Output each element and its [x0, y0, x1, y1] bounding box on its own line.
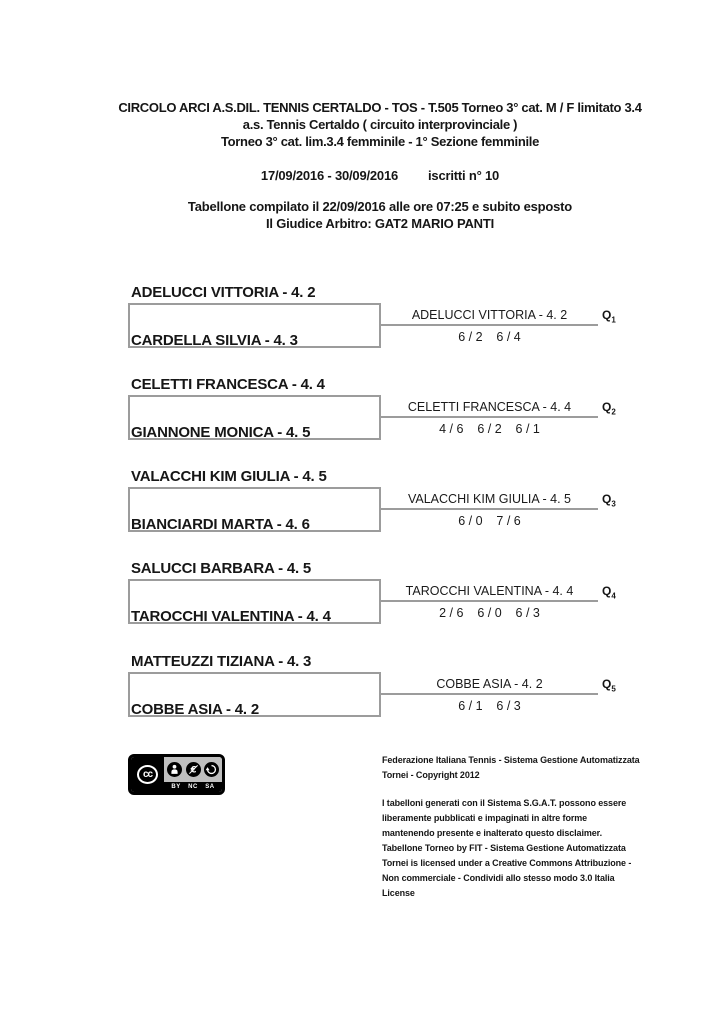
match-score: 6 / 0 7 / 6	[458, 514, 521, 528]
qualifier-number: 4	[611, 591, 616, 601]
winner-name: CELETTI FRANCESCA - 4. 4	[407, 400, 572, 414]
player1-name: MATTEUZZI TIZIANA - 4. 3	[131, 653, 312, 670]
match-score: 6 / 1 6 / 3	[458, 699, 521, 713]
winner-connector-line	[381, 693, 598, 695]
qualifier-number: 3	[611, 499, 616, 509]
player1-name: VALACCHI KIM GIULIA - 4. 5	[131, 468, 327, 485]
footer-legal-text: Federazione Italiana Tennis - Sistema Ge…	[382, 753, 640, 901]
share-alike-icon	[203, 762, 219, 777]
qualifier-letter: Q	[602, 584, 612, 598]
player1-name: ADELUCCI VITTORIA - 4. 2	[131, 284, 316, 301]
qualifier-number: 1	[611, 315, 616, 325]
match-pair-box	[128, 487, 381, 532]
winner-name: TAROCCHI VALENTINA - 4. 4	[405, 584, 574, 598]
tournament-title-line3: Torneo 3° cat. lim.3.4 femminile - 1° Se…	[220, 134, 540, 149]
winner-name: COBBE ASIA - 4. 2	[436, 677, 543, 691]
match-pair-box	[128, 395, 381, 440]
player2-name: GIANNONE MONICA - 4. 5	[131, 424, 311, 441]
qualifier-label: Q2	[602, 400, 616, 416]
compiled-line: Tabellone compilato il 22/09/2016 alle o…	[187, 199, 573, 214]
tournament-dates: 17/09/2016 - 30/09/2016	[260, 168, 399, 183]
match-pair-box	[128, 672, 381, 717]
tournament-header: CIRCOLO ARCI A.S.DIL. TENNIS CERTALDO - …	[36, 99, 724, 150]
fit-credit-text: Federazione Italiana Tennis - Sistema Ge…	[382, 755, 640, 780]
compilation-info: Tabellone compilato il 22/09/2016 alle o…	[36, 198, 724, 232]
tournament-title-line1: CIRCOLO ARCI A.S.DIL. TENNIS CERTALDO - …	[118, 100, 642, 115]
non-commercial-icon: €	[185, 762, 201, 777]
qualifier-letter: Q	[602, 400, 612, 414]
winner-connector-line	[381, 508, 598, 510]
nc-label: NC	[188, 784, 198, 790]
winner-name: ADELUCCI VITTORIA - 4. 2	[411, 308, 568, 322]
match-score: 2 / 6 6 / 0 6 / 3	[439, 606, 540, 620]
match-pair-box	[128, 303, 381, 348]
bracket-match-5: MATTEUZZI TIZIANA - 4. 3 COBBE ASIA - 4.…	[128, 653, 628, 733]
entries-count: iscritti n° 10	[428, 168, 500, 183]
qualifier-number: 2	[611, 407, 616, 417]
winner-connector-line	[381, 600, 598, 602]
player2-name: BIANCIARDI MARTA - 4. 6	[131, 516, 310, 533]
judge-line: Il Giudice Arbitro: GAT2 MARIO PANTI	[265, 216, 494, 231]
match-score: 4 / 6 6 / 2 6 / 1	[439, 422, 540, 436]
by-label: BY	[171, 784, 181, 790]
player1-name: CELETTI FRANCESCA - 4. 4	[131, 376, 325, 393]
cc-license-labels: BY NC SA	[164, 782, 222, 792]
player2-name: CARDELLA SILVIA - 4. 3	[131, 332, 298, 349]
bracket-match-3: VALACCHI KIM GIULIA - 4. 5 BIANCIARDI MA…	[128, 468, 628, 548]
license-disclaimer-text: I tabelloni generati con il Sistema S.G.…	[382, 798, 632, 898]
match-score: 6 / 2 6 / 4	[458, 330, 521, 344]
tournament-title-line2: a.s. Tennis Certaldo ( circuito interpro…	[242, 117, 518, 132]
qualifier-label: Q4	[602, 584, 616, 600]
match-pair-box	[128, 579, 381, 624]
qualifier-number: 5	[611, 684, 616, 694]
player2-name: COBBE ASIA - 4. 2	[131, 701, 260, 718]
creative-commons-badge: cc € BY	[128, 754, 225, 795]
attribution-person-icon	[167, 762, 183, 777]
winner-connector-line	[381, 416, 598, 418]
bracket-match-2: CELETTI FRANCESCA - 4. 4 GIANNONE MONICA…	[128, 376, 628, 456]
cc-logo-panel: cc	[131, 757, 164, 792]
player1-name: SALUCCI BARBARA - 4. 5	[131, 560, 312, 577]
winner-name: VALACCHI KIM GIULIA - 4. 5	[407, 492, 571, 506]
bracket-match-1: ADELUCCI VITTORIA - 4. 2 CARDELLA SILVIA…	[128, 284, 628, 364]
bracket-match-4: SALUCCI BARBARA - 4. 5 TAROCCHI VALENTIN…	[128, 560, 628, 640]
tournament-dates-line: 17/09/2016 - 30/09/2016 iscritti n° 10	[36, 168, 724, 183]
qualifier-letter: Q	[602, 677, 612, 691]
winner-connector-line	[381, 324, 598, 326]
qualifier-label: Q5	[602, 677, 616, 693]
cc-license-icons: €	[164, 757, 222, 782]
qualifier-label: Q1	[602, 308, 616, 324]
qualifier-label: Q3	[602, 492, 616, 508]
qualifier-letter: Q	[602, 308, 612, 322]
player2-name: TAROCCHI VALENTINA - 4. 4	[131, 608, 331, 625]
cc-logo-icon: cc	[137, 765, 158, 784]
sa-label: SA	[205, 784, 215, 790]
qualifier-letter: Q	[602, 492, 612, 506]
cc-license-panel: € BY NC SA	[164, 757, 222, 792]
